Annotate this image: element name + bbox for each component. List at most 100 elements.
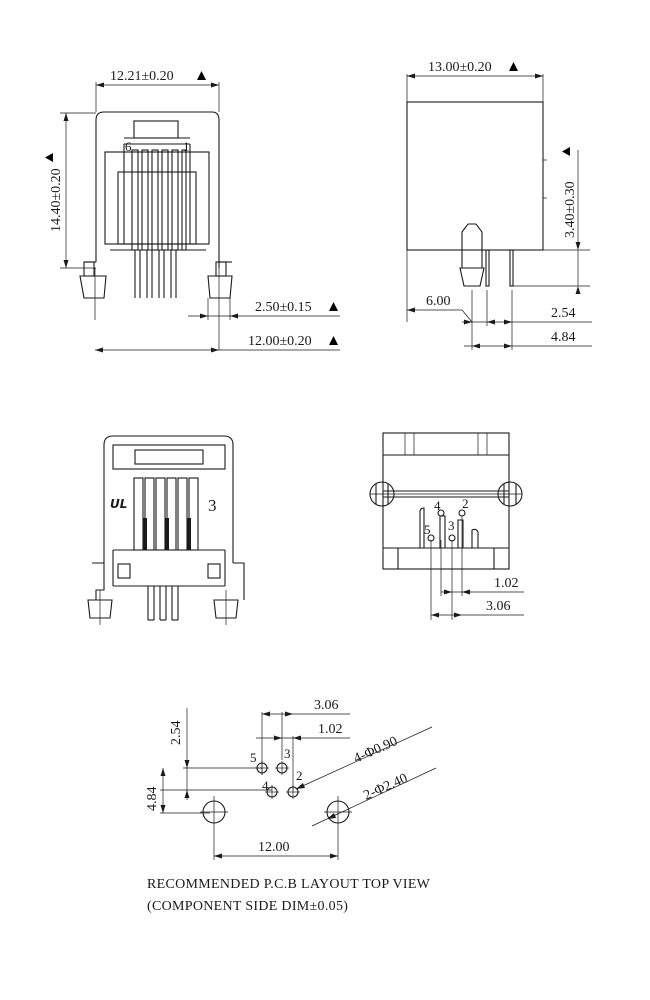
arrow-head	[211, 347, 219, 353]
arrow-head	[95, 347, 103, 353]
arrow-head	[160, 768, 166, 776]
front-cavity	[104, 151, 210, 245]
bottom-contact	[471, 528, 479, 548]
pcb-span-dim-text: 12.00	[258, 840, 290, 855]
bottom-right-peg	[497, 481, 523, 507]
front-right-peg-neck	[215, 261, 227, 277]
arrow-head	[296, 783, 305, 789]
contact	[131, 149, 139, 251]
front-pin-6-label: 6	[125, 139, 132, 154]
contact-fill	[143, 518, 147, 550]
side-lead	[509, 249, 514, 287]
pin-marker	[437, 509, 445, 517]
critical-dim-triangle	[562, 147, 570, 156]
arrow-head	[472, 343, 480, 349]
pcb-small-holes	[255, 761, 300, 799]
pcb-pin-label: 2	[296, 768, 303, 783]
side-view: 13.00±0.20 3.40±0.30 6.00	[406, 60, 592, 350]
arrow-head	[274, 735, 282, 741]
arrow-head	[407, 73, 415, 79]
pcb-dim-left-upper-text: 2.54	[169, 721, 184, 746]
peg-span-dim-text: 12.00±0.20	[248, 334, 312, 349]
back-base-pad	[207, 563, 221, 579]
arrow-head	[535, 73, 543, 79]
side-lead	[485, 249, 490, 287]
contact	[161, 149, 169, 251]
bottom-pin-label: 3	[448, 518, 455, 533]
arrow-head	[575, 242, 581, 250]
arrow-head	[330, 853, 338, 859]
arrow-head	[184, 790, 190, 798]
bottom-dim-a-text: 1.02	[494, 576, 519, 591]
contact	[141, 149, 149, 251]
arrow-head	[200, 313, 208, 319]
arrow-head	[63, 260, 69, 268]
side-peg	[461, 223, 483, 269]
bottom-contact	[457, 519, 464, 548]
arrow-head	[184, 760, 190, 768]
critical-dim-triangle	[329, 302, 338, 311]
arrow-head	[487, 319, 495, 325]
arrow-head	[504, 319, 512, 325]
contact	[151, 149, 159, 251]
contact-fill	[165, 518, 169, 550]
arrow-head	[462, 589, 470, 595]
critical-dim-triangle	[197, 71, 206, 80]
front-latch	[133, 120, 179, 139]
front-height-dim-text: 14.40±0.20	[49, 168, 64, 232]
arrow-head	[327, 813, 336, 819]
arrow-head	[407, 307, 415, 313]
bottom-pin-label: 4	[434, 498, 441, 513]
ul-logo: UL	[110, 497, 127, 511]
back-right-foot	[233, 562, 245, 600]
arrow-head	[96, 82, 104, 88]
contact	[181, 149, 187, 251]
bottom-pin-label: 2	[462, 496, 469, 511]
arrow-head	[504, 343, 512, 349]
bottom-dim-b-text: 3.06	[486, 599, 511, 614]
pcb-pin-label: 4	[262, 778, 269, 793]
front-view: 12.21±0.20 14.40±0.20 6	[45, 69, 340, 353]
side-height-dim-text: 3.40±0.30	[563, 181, 578, 238]
arrow-head	[214, 853, 222, 859]
pcb-caption-line2: (COMPONENT SIDE DIM±0.05)	[147, 899, 348, 914]
contact-fill	[187, 518, 191, 550]
front-width-dim-text: 12.21±0.20	[110, 69, 174, 84]
ul-mark: UL	[110, 497, 127, 511]
pcb-dim-left-lower-text: 4.84	[145, 787, 160, 812]
contact-slot	[133, 477, 144, 551]
arrow-head	[431, 612, 439, 618]
pcb-small-hole-leader	[295, 726, 433, 790]
arrow-head	[230, 313, 238, 319]
back-leads	[147, 586, 179, 621]
front-right-peg	[207, 275, 233, 299]
arrow-head	[575, 286, 581, 294]
critical-dim-triangle	[509, 62, 518, 71]
contact-slot	[155, 477, 166, 551]
arrow-head	[285, 711, 293, 717]
bottom-contact	[419, 507, 425, 548]
arrow-head	[211, 82, 219, 88]
pcb-dim-top-inner-text: 1.02	[318, 722, 343, 737]
back-right-peg	[213, 599, 239, 619]
front-left-peg-neck	[83, 261, 95, 277]
front-contacts	[131, 149, 187, 251]
contact-slot	[177, 477, 188, 551]
side-offset-leader	[461, 309, 473, 323]
side-body	[406, 101, 544, 251]
front-leads	[134, 250, 177, 298]
bottom-pin-label: 5	[424, 522, 431, 537]
front-body-outline	[95, 111, 220, 268]
side-pitch-b-dim-text: 4.84	[551, 330, 576, 345]
side-pitch-a-dim-text: 2.54	[551, 306, 576, 321]
pcb-pin-label: 3	[284, 746, 291, 761]
back-latch-slot	[134, 449, 204, 465]
front-pin-1-label: 1	[183, 139, 190, 154]
back-base-pad	[117, 563, 131, 579]
bottom-body	[382, 432, 510, 570]
front-left-peg	[79, 275, 107, 299]
contact	[171, 149, 179, 251]
arrow-head	[454, 612, 462, 618]
